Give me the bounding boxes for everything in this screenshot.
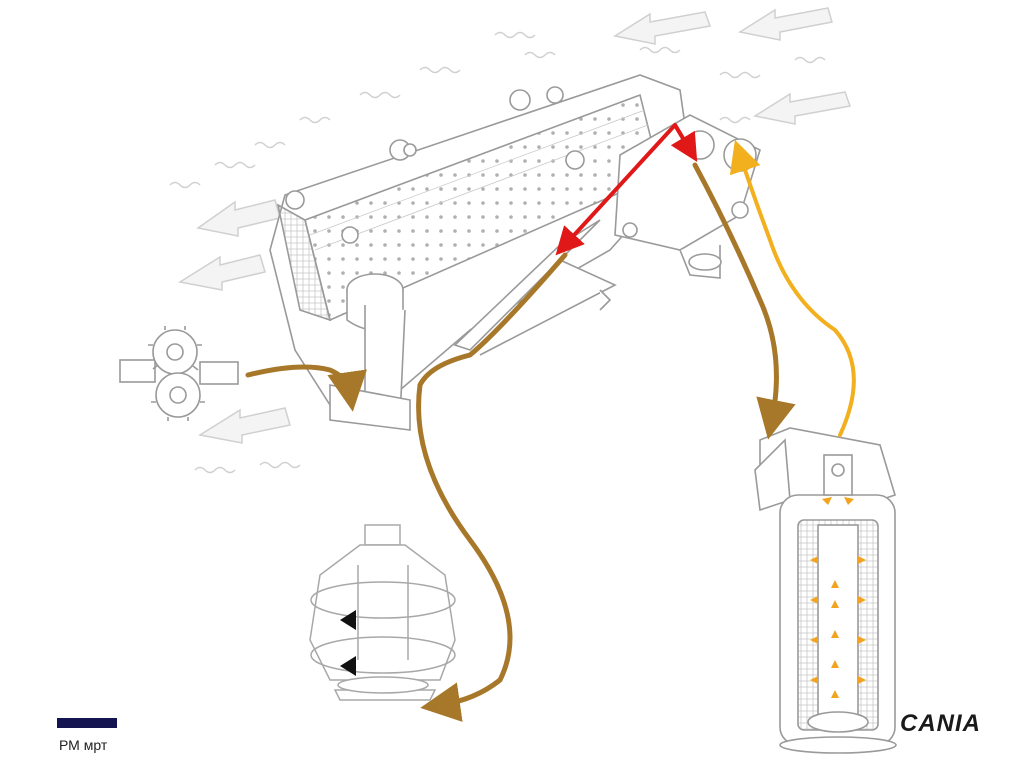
water-arrow-icon <box>740 8 832 40</box>
water-arrow-icon <box>615 12 710 44</box>
footer-accent-bar <box>57 718 117 728</box>
centrifugal-cleaner-icon <box>310 525 455 700</box>
footer-label: РМ мрт <box>59 737 107 753</box>
water-arrow-icon <box>198 200 280 236</box>
water-arrow-icon <box>200 408 290 443</box>
water-arrow-icon <box>180 255 265 290</box>
gear-pump-icon <box>120 326 238 421</box>
oil-filter-icon <box>755 428 896 753</box>
brand-logo: CANIA <box>900 710 981 738</box>
water-arrow-icon <box>755 92 850 124</box>
